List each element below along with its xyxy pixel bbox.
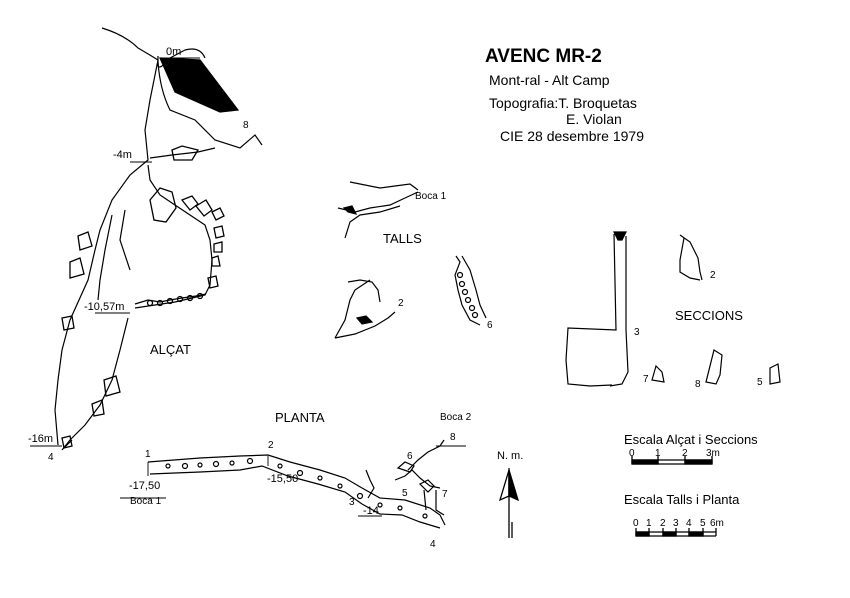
station-cut-2: 2 <box>398 298 404 309</box>
cut-6-outline <box>454 255 487 326</box>
scale-tick-elevation-0: 0 <box>629 448 635 459</box>
north-label: N. m. <box>497 450 524 462</box>
station-plan-2: 2 <box>268 440 274 451</box>
elevation-depth-markers <box>30 57 200 447</box>
station-plan-8: 8 <box>450 432 456 443</box>
cut-2-outline <box>334 279 396 339</box>
scale-title-plan: Escala Talls i Planta <box>624 492 740 507</box>
depth-label-10-57m: -10,57m <box>84 301 125 313</box>
plan-station-ticks <box>120 445 466 517</box>
north-arrow <box>498 468 520 538</box>
scale-tick-plan-2: 2 <box>660 518 666 529</box>
station-section-8: 8 <box>695 379 701 390</box>
entrance-label-plan-boca-1: Boca 1 <box>130 496 162 507</box>
station-plan-3: 3 <box>349 497 355 508</box>
survey-location: Mont-ral - Alt Camp <box>489 72 610 88</box>
station-section-3: 3 <box>634 327 640 338</box>
station-section-7: 7 <box>643 374 649 385</box>
depth-label-17-50: -17,50 <box>129 480 161 492</box>
station-plan-6: 6 <box>407 451 413 462</box>
scale-tick-elevation-2: 2 <box>682 448 688 459</box>
scale-tick-plan-4: 4 <box>686 518 692 529</box>
scale-tick-plan-6m: 6m <box>710 518 724 529</box>
entrance-label-cut-boca-1: Boca 1 <box>415 191 447 202</box>
plan-scale-bar <box>635 528 717 537</box>
survey-author-2: E. Violan <box>566 111 622 127</box>
station-plan-5: 5 <box>402 488 408 499</box>
depth-label-4m: -4m <box>113 149 132 161</box>
elevation-scale-bar <box>631 456 713 465</box>
station-elevation-8: 8 <box>243 120 249 131</box>
survey-date: CIE 28 desembre 1979 <box>500 128 644 144</box>
depth-label-15-50: -15,50 <box>267 473 299 485</box>
scale-tick-plan-1: 1 <box>646 518 652 529</box>
station-section-5: 5 <box>757 377 763 388</box>
station-cut-6: 6 <box>487 320 493 331</box>
depth-label-16m: -16m <box>28 433 54 445</box>
cut-boca1-outline <box>337 181 419 239</box>
station-plan-7: 7 <box>442 489 448 500</box>
elevation-rocks <box>61 145 225 449</box>
station-section-2: 2 <box>710 270 716 281</box>
station-plan-1: 1 <box>145 449 151 460</box>
view-label-sections: SECCIONS <box>675 308 743 323</box>
scale-tick-elevation-1: 1 <box>655 448 661 459</box>
entrance-shaft-fill <box>159 57 240 113</box>
scale-tick-elevation-3m: 3m <box>706 448 720 459</box>
scale-tick-plan-0: 0 <box>633 518 639 529</box>
station-elevation-4: 4 <box>48 452 54 463</box>
depth-label-14: -14 <box>363 505 379 517</box>
entrance-label-plan-boca-2: Boca 2 <box>440 412 472 423</box>
elevation-section-outline <box>54 27 263 451</box>
depth-label-0m: 0m <box>166 46 182 58</box>
view-label-plan: PLANTA <box>275 410 325 425</box>
scale-title-elevation: Escala Alçat i Seccions <box>624 432 758 447</box>
survey-title: AVENC MR-2 <box>485 46 602 67</box>
view-label-cuts: TALLS <box>383 231 422 246</box>
plan-gallery-outline <box>147 439 446 529</box>
survey-topography: Topografia:T. Broquetas <box>489 95 637 111</box>
station-plan-4: 4 <box>430 539 436 550</box>
view-label-elevation: ALÇAT <box>150 342 191 357</box>
sections-outline <box>565 231 781 387</box>
scale-tick-plan-5: 5 <box>700 518 706 529</box>
scale-tick-plan-3: 3 <box>673 518 679 529</box>
